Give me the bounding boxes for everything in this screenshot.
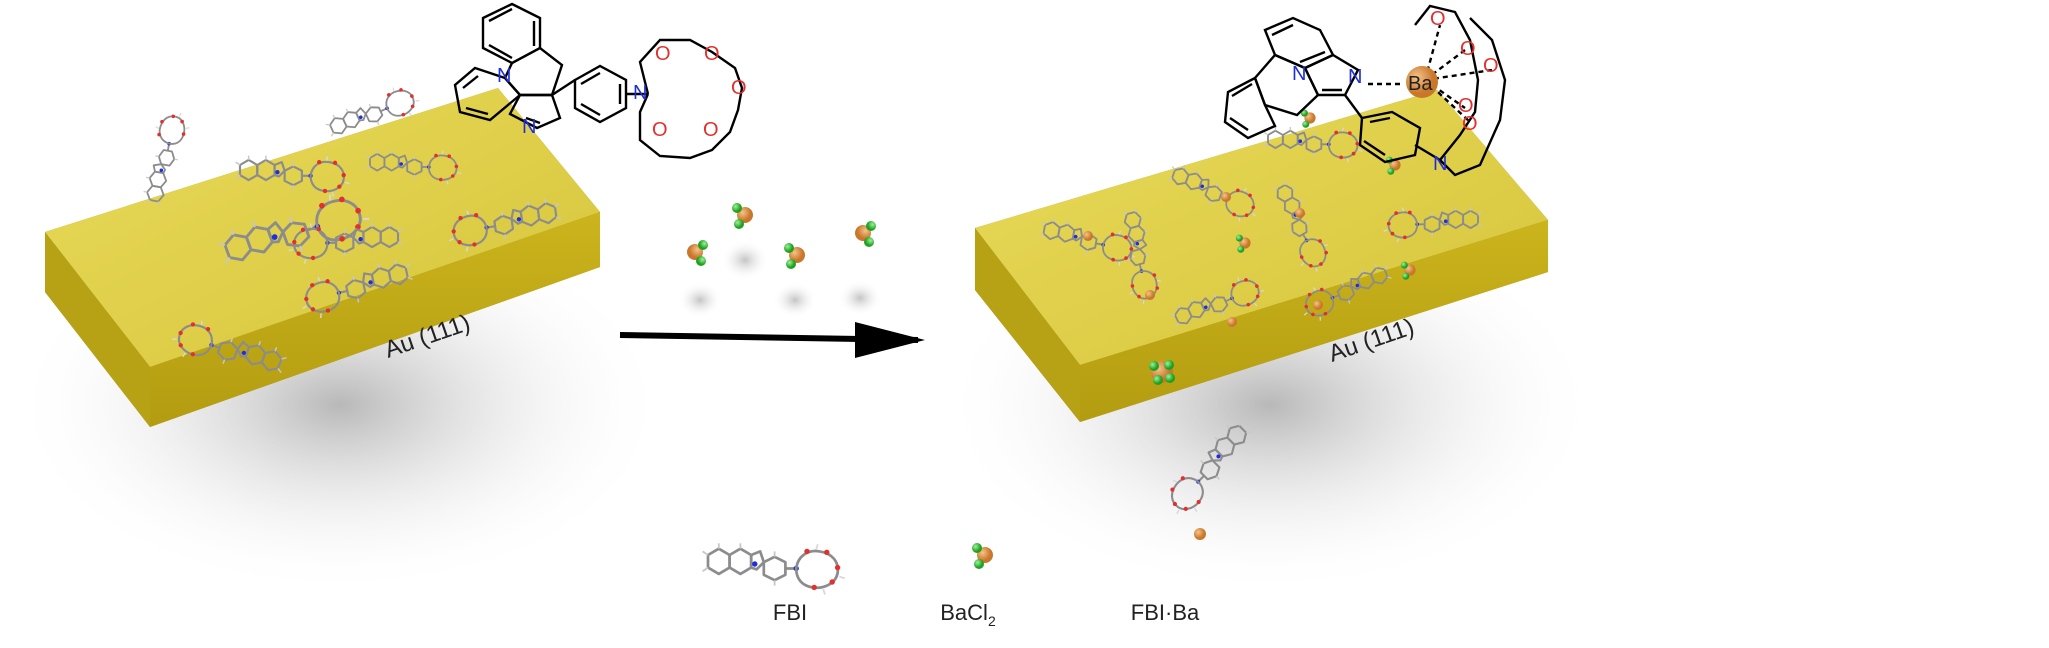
right-slab-front: [1080, 220, 1548, 422]
bacl2-molecule-icon: [784, 243, 805, 269]
right-slab-left: [975, 228, 1080, 422]
legend: FBI BaCl2 FBI·Ba: [701, 415, 1266, 629]
bacl2-molecule-icon: [732, 203, 753, 229]
o-atom-label: O: [1430, 8, 1446, 30]
fbi-structure-labels: N N N O O O O O: [497, 43, 747, 141]
fbi-ba-complex-icon: [1156, 415, 1266, 540]
fbi-molecule-icon: [701, 541, 847, 596]
left-slab-front: [150, 212, 600, 427]
n-atom-label: N: [497, 65, 511, 87]
legend-fbi-label: FBI: [773, 600, 807, 625]
barium-atom-icon: [1406, 66, 1438, 98]
floating-bacl2: [678, 203, 882, 318]
o-atom-label: O: [703, 119, 719, 141]
o-atom-label: O: [731, 77, 747, 99]
n-atom-label: N: [522, 116, 536, 138]
bacl2-cluster-icon: [1149, 360, 1175, 385]
right-slab-top: [975, 90, 1548, 365]
o-atom-label: O: [652, 119, 668, 141]
right-gold-slab: Au (111): [940, 90, 1600, 595]
fbi-structure: [453, 2, 744, 160]
bacl2-molecule-icon: [972, 543, 993, 569]
n-atom-label: N: [633, 82, 647, 104]
o-atom-label: O: [655, 43, 671, 65]
o-atom-label: O: [1462, 113, 1478, 135]
left-slab-top: [45, 88, 600, 367]
fbi-ba-structure-labels: N N N Ba O O O O O: [1292, 8, 1499, 175]
o-atom-label: O: [1483, 55, 1499, 77]
o-atom-label: O: [704, 43, 720, 65]
left-slab-left: [45, 232, 150, 427]
ba-atom-label: Ba: [1408, 73, 1433, 95]
o-atom-label: O: [1458, 95, 1474, 117]
bacl2-molecule-icon: [1300, 109, 1316, 128]
fbi-ba-structure: [1223, 4, 1507, 177]
n-atom-label: N: [1348, 66, 1362, 88]
o-atom-label: O: [1460, 38, 1476, 60]
left-gold-slab: Au (111): [10, 78, 670, 595]
bacl2-molecule-icon: [855, 221, 876, 247]
legend-fbi-ba-label: FBI·Ba: [1131, 600, 1200, 625]
bacl2-molecule-icon: [687, 240, 708, 266]
legend-bacl2-label: BaCl2: [940, 600, 996, 629]
n-atom-label: N: [1292, 63, 1306, 85]
arrow-right-icon: [855, 322, 925, 358]
right-fbi-ba-complexes: [1035, 109, 1483, 385]
n-atom-label: N: [1433, 153, 1447, 175]
